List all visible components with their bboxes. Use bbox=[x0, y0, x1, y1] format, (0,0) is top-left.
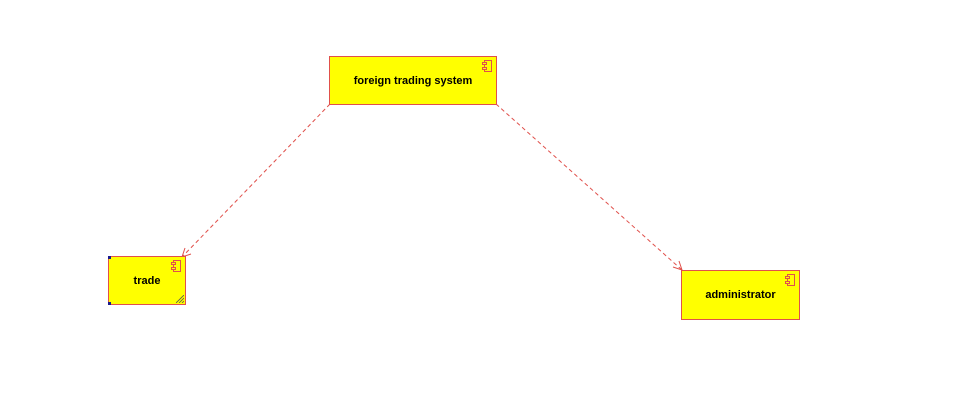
component-icon bbox=[785, 274, 795, 286]
component-label: trade bbox=[133, 274, 161, 287]
component-icon bbox=[171, 260, 181, 272]
dependency-foreign-to-trade[interactable] bbox=[181, 103, 331, 258]
selection-handle[interactable] bbox=[108, 256, 111, 259]
resize-grip-icon[interactable] bbox=[176, 295, 184, 303]
component-icon bbox=[482, 60, 492, 72]
component-foreign-trading-system[interactable]: foreign trading system bbox=[329, 56, 497, 105]
component-label: foreign trading system bbox=[353, 74, 473, 87]
selection-handle[interactable] bbox=[108, 302, 111, 305]
dependency-foreign-to-admin[interactable] bbox=[495, 103, 683, 271]
component-administrator[interactable]: administrator bbox=[681, 270, 800, 320]
component-label: administrator bbox=[705, 289, 776, 301]
component-trade[interactable]: trade bbox=[108, 256, 186, 305]
